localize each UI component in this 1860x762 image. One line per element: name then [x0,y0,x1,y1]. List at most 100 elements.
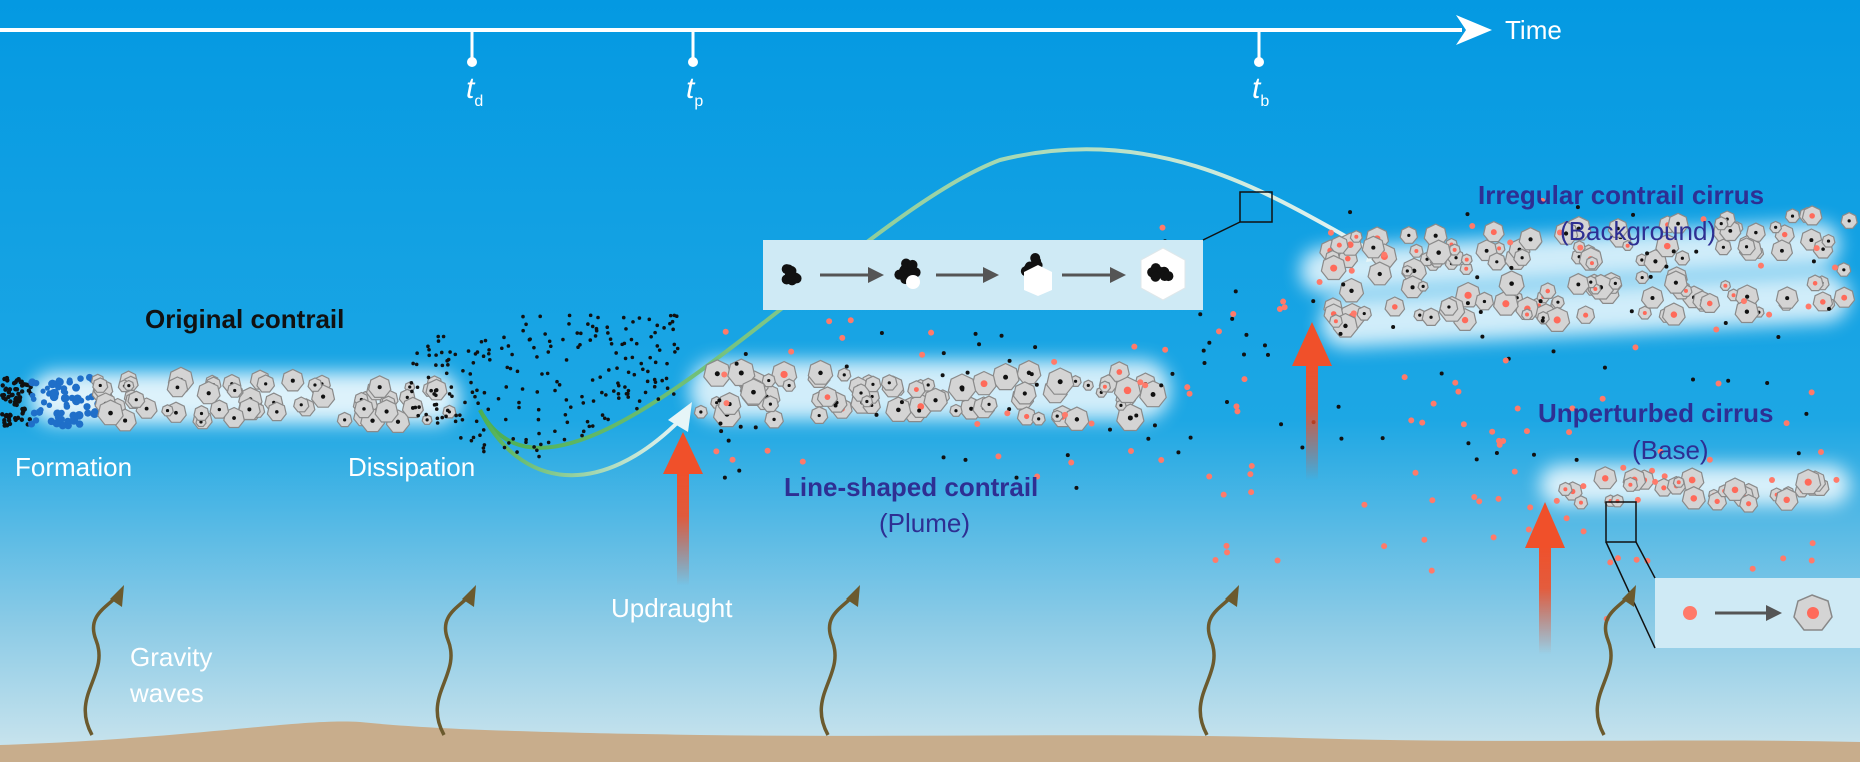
svg-text:td: td [466,72,483,110]
soot-particle [13,387,19,392]
soot-particle [1241,352,1246,357]
soot-particle [459,436,463,440]
soot-particle [1170,371,1175,376]
soot-particle [1029,372,1034,377]
soot-particle [504,385,509,389]
soot-particle [434,353,438,357]
aerosol-particle [729,456,736,463]
ice-crystal [717,392,742,415]
soot-particle [653,330,657,335]
updraught-arrow [1292,322,1332,480]
soot-particle [1339,436,1344,441]
soot-particle [445,408,450,413]
soot-particle [532,445,536,449]
soot-particle [1380,436,1385,441]
aerosol-particle [788,348,795,355]
aerosol-particle [1128,448,1135,455]
aerosol-particle [1490,534,1497,541]
soot-particle [622,341,627,346]
soot-particle [557,383,562,387]
aerosol-particle [1224,549,1231,556]
soot-particle [588,313,593,318]
gravity-wave-arrow [1198,585,1239,736]
soot-particle [520,387,525,391]
soot-particle [1494,450,1499,455]
soot-particle [27,417,33,422]
droplet [50,388,60,398]
ice-crystal [837,367,852,382]
droplet [40,388,46,394]
soot-particle [521,314,525,319]
soot-particle [546,350,551,354]
aerosol-particle [1525,526,1532,533]
soot-particle [545,371,550,376]
soot-particle [598,375,603,379]
soot-particle [753,425,758,430]
soot-particle [648,355,652,360]
droplet [40,399,48,406]
soot-particle [444,414,448,419]
soot-particle [899,400,904,405]
soot-particle [432,403,437,407]
ice-crystal [1567,272,1590,295]
soot-particle [645,379,650,384]
ice-crystal [1050,409,1064,422]
droplet [55,377,62,384]
soot-particle [1804,411,1809,416]
soot-particle [1540,318,1545,323]
ice-crystal [1046,367,1075,395]
soot-particle [674,314,679,319]
aerosol-particle [1649,467,1656,474]
soot-particle [1176,450,1181,455]
soot-particle [1765,381,1770,386]
soot-particle [483,338,488,343]
droplet [84,409,92,417]
ice-crystal [947,373,977,402]
aerosol-particle [1489,428,1496,435]
soot-particle [1664,264,1669,269]
soot-particle [469,438,474,443]
soot-particle [548,344,553,349]
soot-particle [639,361,644,366]
updraught-arrows [663,322,1565,654]
soot-particle [653,360,658,365]
soot-particle [1033,345,1038,350]
ice-crystal [1016,406,1037,426]
soot-particle [621,315,626,320]
soot-particle [444,371,449,376]
soot-particle [564,358,569,362]
aerosol-particle [1607,559,1614,566]
aerosol-particle [1159,224,1166,231]
soot-particle [1107,427,1112,432]
soot-particle [940,373,945,378]
ice-crystal [1328,314,1343,328]
aerosol-particle [1809,540,1816,547]
soot-particle [672,392,676,396]
aerosol-particle [1241,376,1248,383]
gravity-wave-arrow [435,585,476,736]
aerosol-particle [1248,489,1255,496]
droplet [60,388,67,395]
soot-particle [426,344,430,349]
soot-particle [19,389,25,394]
time-axis: Time td tp tb [0,15,1562,110]
ice-crystal [1775,286,1799,309]
droplet [48,379,57,389]
soot-particle [440,363,445,368]
gravity-wave-arrow [1595,585,1636,736]
soot-particle [496,396,501,401]
soot-particle [441,334,446,339]
ice-crystal [971,370,997,396]
aerosol-particle [1381,251,1388,258]
ice-crystal [1745,222,1766,242]
soot-particle [660,378,664,383]
soot-particle [973,331,978,336]
soot-particle [1201,348,1206,353]
soot-particle [553,388,557,393]
aerosol-particle [1502,357,1509,364]
soot-particle [1574,457,1579,462]
droplet [35,408,44,416]
soot-particle [450,394,454,399]
aerosol-particle [1131,343,1138,350]
